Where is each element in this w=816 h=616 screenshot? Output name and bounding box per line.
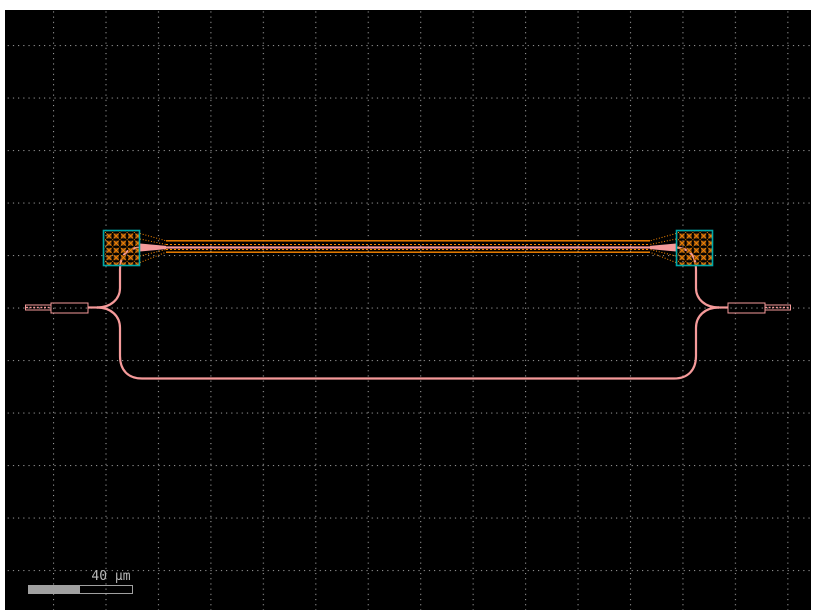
scale-bar-label: 40 µm <box>91 569 130 584</box>
right-metal-taper-fan <box>649 233 677 263</box>
heater-metal-bus <box>166 240 650 253</box>
right-pink-taper <box>650 243 676 252</box>
left-contact-pad <box>102 229 141 267</box>
scale-bar-filled-half <box>28 585 80 594</box>
input-waveguide <box>25 302 98 314</box>
scale-bar-outline <box>28 585 133 594</box>
grid-horizontal-lines <box>5 10 811 610</box>
output-waveguide <box>718 302 791 314</box>
upper-arm-waveguide <box>96 246 720 309</box>
scale-bar: 40 µm <box>28 569 133 594</box>
left-pink-taper <box>140 243 166 252</box>
lower-arm-waveguide <box>96 306 720 380</box>
right-contact-pad <box>675 229 714 267</box>
left-metal-taper-fan <box>139 233 167 263</box>
